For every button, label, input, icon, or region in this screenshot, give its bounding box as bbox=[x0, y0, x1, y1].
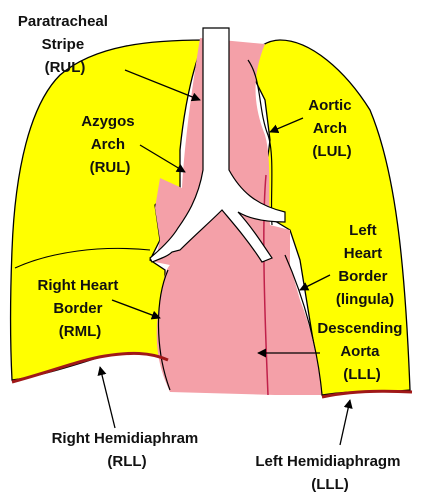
right-heart-arrow bbox=[111, 299, 161, 320]
trachea-bronchi bbox=[149, 27, 286, 263]
left-heart-border bbox=[284, 254, 323, 396]
paratracheal-arrow bbox=[124, 69, 201, 102]
descending-aorta-line bbox=[263, 174, 269, 396]
label-paratracheal: Paratracheal Stripe (RUL) bbox=[18, 13, 112, 76]
label-right-heart-border: Right Heart Border (RML) bbox=[37, 277, 122, 340]
left-heart-arrow bbox=[299, 274, 331, 291]
right-hemidiaphragm bbox=[11, 351, 169, 384]
label-right-hemidiaphragm: Right Hemidiaphram (RLL) bbox=[52, 430, 203, 470]
label-aortic-arch: Aortic Arch (LUL) bbox=[308, 97, 356, 160]
aortic-knob-outline bbox=[247, 59, 273, 226]
left-hemidiaphragm bbox=[321, 389, 413, 399]
horizontal-fissure bbox=[14, 247, 151, 269]
label-left-hemidiaphragm: Left Hemidiaphragm (LLL) bbox=[255, 453, 404, 493]
aortic-arch-arrow bbox=[269, 117, 304, 133]
left-hemidiaphragm-arrow bbox=[339, 399, 353, 446]
label-azygos-arch: Azygos Arch (RUL) bbox=[81, 113, 139, 176]
right-hemidiaphragm-arrow bbox=[97, 366, 116, 429]
right-heart-border bbox=[157, 269, 171, 391]
label-descending-aorta: Descending Aorta (LLL) bbox=[317, 320, 406, 383]
label-left-heart-border: Left Heart Border (lingula) bbox=[336, 222, 394, 308]
azygos-arrow bbox=[139, 144, 186, 173]
